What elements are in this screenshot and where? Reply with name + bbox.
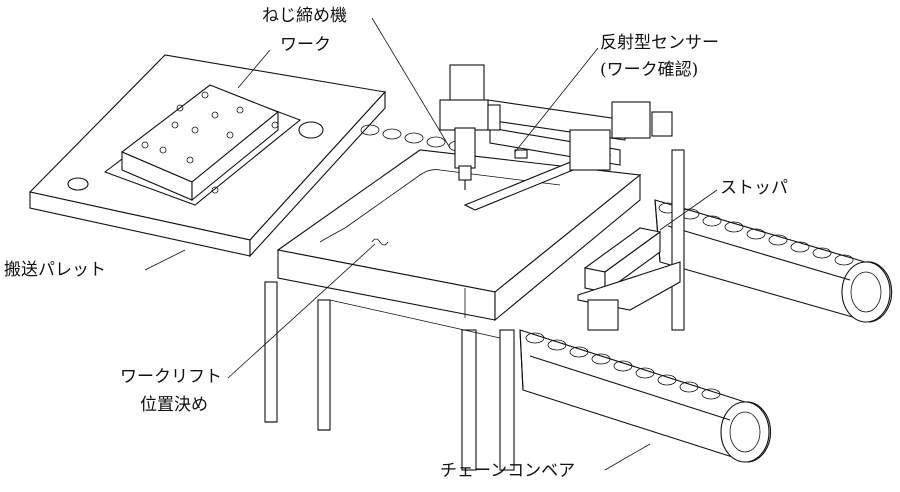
label-chain-conveyor: チェーンコンベア	[440, 461, 575, 481]
label-sensor-line1: 反射型センサー	[600, 33, 719, 53]
gantry	[463, 99, 673, 211]
frame-legs	[264, 149, 685, 471]
front-conveyor-rollers	[525, 332, 721, 400]
screw-machine	[439, 64, 501, 190]
label-stopper: ストッパ	[720, 178, 788, 198]
label-screw-machine: ねじ締め機	[262, 6, 347, 26]
leader-lines	[144, 17, 718, 471]
label-work: ワーク	[280, 35, 331, 55]
label-pallet: 搬送パレット	[4, 260, 106, 280]
front-chain-conveyor	[519, 329, 772, 463]
stopper	[577, 227, 681, 331]
lift-table	[276, 149, 642, 339]
back-chain-conveyor	[654, 199, 893, 323]
label-lift-line1: ワークリフト	[120, 367, 222, 387]
label-lift-line2: 位置決め	[140, 395, 208, 415]
work-piece	[103, 84, 302, 206]
label-sensor-line2: (ワーク確認)	[600, 60, 698, 80]
